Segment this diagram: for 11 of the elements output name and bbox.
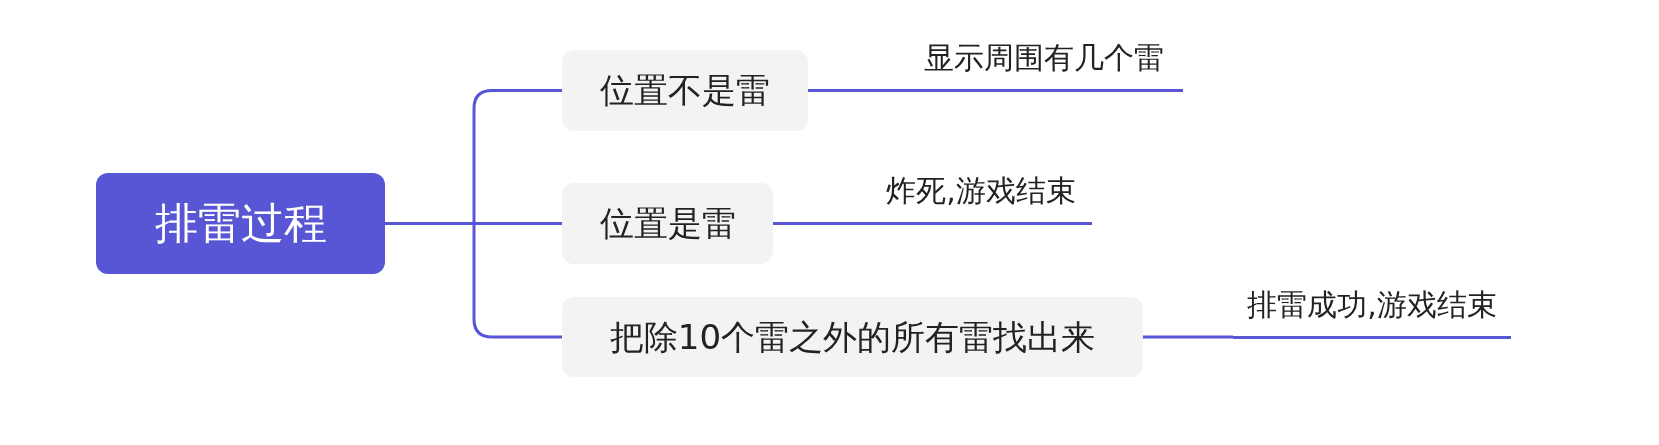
topic-box: 位置是雷 bbox=[562, 183, 773, 264]
subtopic-label: 显示周围有几个雷 bbox=[905, 34, 1183, 92]
connector-line bbox=[385, 222, 562, 339]
connector-line bbox=[773, 222, 870, 225]
central-topic-box: 排雷过程 bbox=[96, 173, 385, 274]
topic-box: 位置不是雷 bbox=[562, 50, 808, 131]
connector-line bbox=[808, 89, 905, 92]
topic-box: 把除10个雷之外的所有雷找出来 bbox=[562, 297, 1143, 377]
subtopic-label: 排雷成功,游戏结束 bbox=[1233, 281, 1511, 339]
subtopic-label: 炸死,游戏结束 bbox=[870, 167, 1092, 225]
connector-line bbox=[1143, 335, 1233, 339]
